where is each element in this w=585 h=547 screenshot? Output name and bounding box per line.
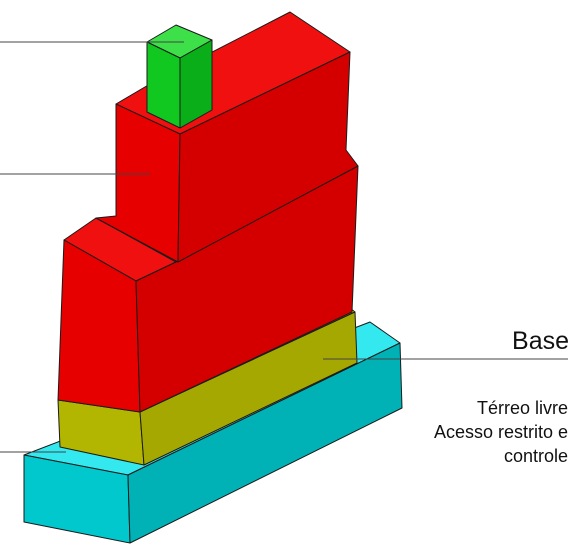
base-label-title: Base — [512, 327, 569, 355]
plinth-side-face — [127, 342, 403, 544]
base-label-description: Térreo livre Acesso restrito e controle — [328, 396, 568, 468]
tower-upper-front-face — [95, 103, 181, 263]
ground-floor-side-face — [139, 311, 358, 466]
base-label-line: Térreo livre — [476, 398, 568, 418]
tower-lower-block — [57, 165, 359, 413]
tower-upper-side-face — [177, 51, 359, 263]
base-label-line: Acesso restrito e — [433, 422, 568, 442]
roof-block-side-face — [179, 39, 213, 129]
roof-block — [146, 24, 213, 129]
tower-lower-side-face — [135, 165, 359, 413]
base-label-line: controle — [503, 446, 568, 466]
